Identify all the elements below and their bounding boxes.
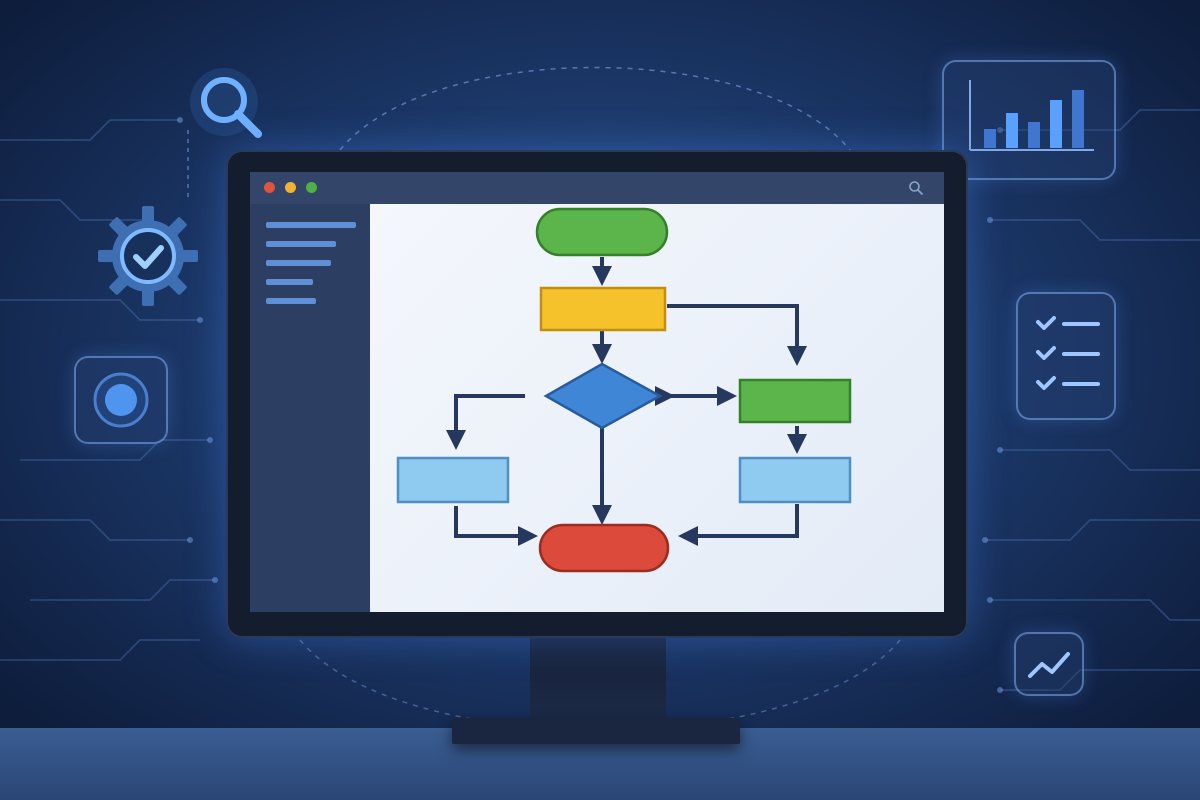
minimize-dot[interactable] [285,182,296,193]
bar-chart-icon [969,80,1094,151]
edge-left-end [454,506,538,546]
bar-chart-bar [1006,113,1018,148]
sidebar-item-2[interactable] [266,241,336,247]
sidebar-item-4[interactable] [266,279,313,285]
bar-chart-widget [942,60,1116,180]
checklist-widget [1016,292,1116,420]
toggle-button-icon [93,372,149,428]
toggle-button-widget [74,356,168,444]
bar-chart-bar [984,129,996,148]
trend-line-icon [1028,652,1070,678]
flowchart-edges [446,257,807,546]
bar-chart-bar [1028,122,1040,148]
monitor-stand-base [452,718,740,744]
node-decision [543,362,663,430]
edge-decision-left [446,394,525,450]
node-right-step [738,456,852,504]
flowchart-canvas [370,204,944,612]
maximize-dot[interactable] [306,182,317,193]
checklist-icon [1036,316,1100,390]
node-right-process [738,378,852,424]
sidebar-item-1[interactable] [266,222,356,228]
bar-chart-bar [1050,100,1062,148]
node-process [539,286,667,332]
node-left-step [396,456,510,504]
search-icon[interactable] [908,180,924,196]
node-end [538,523,670,573]
trend-widget [1014,632,1084,696]
sidebar-item-5[interactable] [266,298,316,304]
flowchart [396,207,852,573]
close-dot[interactable] [264,182,275,193]
edge-process-right [667,304,807,366]
edge-right-end [678,504,799,546]
title-bar [250,172,944,204]
node-start [535,207,669,257]
magnifier-icon [190,68,262,138]
gear-check-icon [98,206,198,306]
app-window [250,172,944,612]
bar-chart-bar [1072,90,1084,148]
monitor-stand-neck [530,638,666,722]
sidebar-item-3[interactable] [266,260,331,266]
sidebar [250,204,370,612]
